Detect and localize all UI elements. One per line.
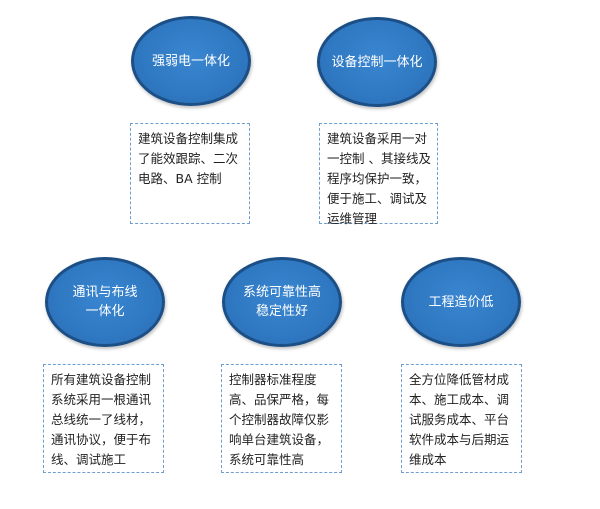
node-low-engineering-cost: 工程造价低: [401, 257, 521, 347]
node-label: 强弱电一体化: [151, 53, 230, 69]
desc-box-device-control: 建筑设备采用一对一控制 、其接线及程序均保护一致，便于施工、调试及运维管理: [319, 123, 438, 226]
node-label: 系统可靠性高 稳定性好: [242, 285, 321, 319]
node-label: 通讯与布线 一体化: [72, 285, 138, 319]
node-label: 工程造价低: [428, 294, 494, 310]
desc-text: 建筑设备控制集成了能效跟踪、二次电路、BA 控制: [138, 131, 239, 186]
desc-box-communication: 所有建筑设备控制系统采用一根通讯总线统一了线材，通讯协议，便于布线、调试施工: [43, 364, 164, 473]
node-reliability-stability: 系统可靠性高 稳定性好: [222, 257, 342, 347]
node-label: 设备控制一体化: [331, 54, 423, 70]
desc-box-strong-weak: 建筑设备控制集成了能效跟踪、二次电路、BA 控制: [130, 123, 250, 224]
desc-text: 建筑设备采用一对一控制 、其接线及程序均保护一致，便于施工、调试及运维管理: [327, 131, 431, 226]
desc-text: 所有建筑设备控制系统采用一根通讯总线统一了线材，通讯协议，便于布线、调试施工: [51, 372, 152, 467]
desc-box-reliability: 控制器标准程度高、品保严格，每个控制器故障仅影响单台建筑设备，系统可靠性高: [221, 364, 342, 473]
desc-box-cost: 全方位降低管材成本、施工成本、调试服务成本、平台软件成本与后期运维成本: [401, 364, 522, 473]
node-communication-wiring: 通讯与布线 一体化: [45, 257, 165, 347]
node-device-control-integration: 设备控制一体化: [317, 17, 437, 107]
desc-text: 控制器标准程度高、品保严格，每个控制器故障仅影响单台建筑设备，系统可靠性高: [229, 372, 330, 467]
node-strong-weak-integration: 强弱电一体化: [131, 16, 251, 106]
desc-text: 全方位降低管材成本、施工成本、调试服务成本、平台软件成本与后期运维成本: [409, 372, 510, 467]
